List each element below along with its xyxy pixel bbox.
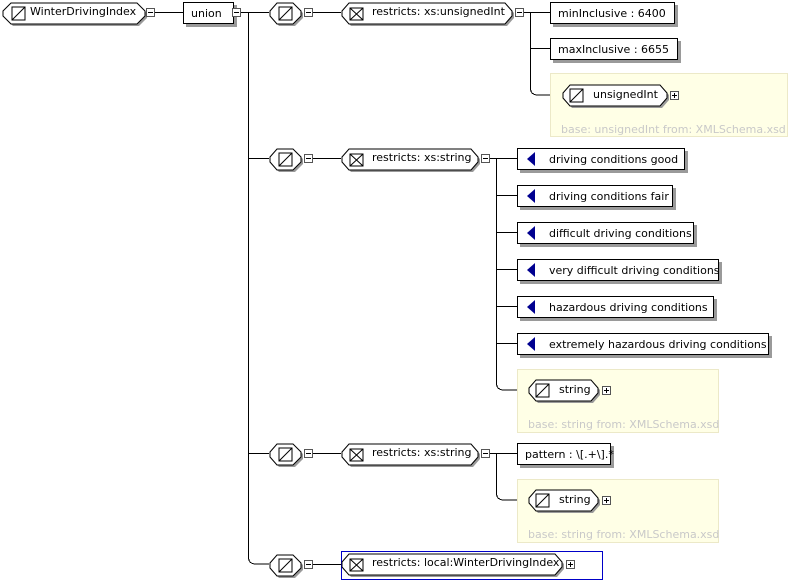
- branch-3-restriction[interactable]: [341, 443, 483, 467]
- simple-type-icon: [278, 558, 293, 573]
- branch-4-restriction-label: restricts: local:WinterDrivingIndex: [372, 556, 560, 569]
- branch-1-restriction[interactable]: [341, 2, 517, 26]
- branch-1-collapse-toggle[interactable]: [304, 8, 313, 17]
- restriction-icon: [349, 558, 364, 572]
- enumeration-icon: [527, 189, 535, 203]
- simple-type-icon: [535, 383, 550, 398]
- branch-4-restriction[interactable]: [341, 553, 567, 577]
- branch-4-expand-toggle[interactable]: [566, 560, 575, 569]
- branch-2-simple-type[interactable]: [269, 148, 305, 172]
- enumeration-label: driving conditions fair: [549, 190, 669, 203]
- branch-3-collapse-toggle[interactable]: [304, 449, 313, 458]
- base-type-string[interactable]: [528, 489, 603, 513]
- branch-1-restriction-label: restricts: xs:unsignedInt: [372, 5, 505, 18]
- enumeration-label: extremely hazardous driving conditions: [549, 338, 767, 351]
- enumeration-icon: [527, 337, 535, 351]
- enumeration-item[interactable]: driving conditions good: [517, 148, 685, 170]
- enumeration-icon: [527, 263, 535, 277]
- branch-2-restriction-collapse-toggle[interactable]: [481, 154, 490, 163]
- enumeration-icon: [527, 300, 535, 314]
- simple-type-icon: [278, 447, 293, 462]
- enumeration-label: difficult driving conditions: [549, 227, 692, 240]
- enumeration-item[interactable]: difficult driving conditions: [517, 222, 694, 244]
- base-type-note: base: unsignedInt from: XMLSchema.xsd: [561, 123, 786, 136]
- simple-type-icon: [11, 6, 26, 21]
- branch-3-restriction-label: restricts: xs:string: [372, 446, 472, 459]
- branch-4-collapse-toggle[interactable]: [304, 560, 313, 569]
- base-type-expand-toggle[interactable]: [602, 496, 611, 505]
- facet-min-inclusive[interactable]: minInclusive : 6400: [550, 2, 675, 24]
- enumeration-item[interactable]: extremely hazardous driving conditions: [517, 333, 769, 355]
- union-node[interactable]: union: [183, 2, 234, 24]
- root-simple-type[interactable]: [2, 2, 152, 26]
- simple-type-icon: [278, 6, 293, 21]
- restriction-icon: [349, 448, 364, 462]
- branch-1-restriction-collapse-toggle[interactable]: [515, 8, 524, 17]
- enumeration-item[interactable]: driving conditions fair: [517, 185, 673, 207]
- base-type-label: string: [559, 383, 591, 396]
- base-type-string[interactable]: [528, 379, 603, 403]
- facet-label: pattern : \[.+\].*: [525, 448, 614, 461]
- branch-2-restriction-label: restricts: xs:string: [372, 151, 472, 164]
- branch-3-simple-type[interactable]: [269, 443, 305, 467]
- branch-1-simple-type[interactable]: [269, 2, 305, 26]
- enumeration-label: very difficult driving conditions: [549, 264, 720, 277]
- simple-type-icon: [535, 493, 550, 508]
- enumeration-icon: [527, 152, 535, 166]
- facet-pattern[interactable]: pattern : \[.+\].*: [517, 443, 614, 465]
- base-type-note: base: string from: XMLSchema.xsd: [528, 418, 720, 431]
- enumeration-item[interactable]: hazardous driving conditions: [517, 296, 714, 318]
- root-type-name: WinterDrivingIndex: [30, 5, 137, 18]
- enumeration-label: hazardous driving conditions: [549, 301, 708, 314]
- enumeration-icon: [527, 226, 535, 240]
- union-collapse-toggle[interactable]: [232, 8, 241, 17]
- enumeration-label: driving conditions good: [549, 153, 679, 166]
- base-type-label: string: [559, 493, 591, 506]
- base-type-expand-toggle[interactable]: [602, 386, 611, 395]
- base-type-note: base: string from: XMLSchema.xsd: [528, 528, 720, 541]
- restriction-icon: [349, 153, 364, 167]
- restriction-icon: [349, 7, 364, 21]
- simple-type-icon: [278, 152, 293, 167]
- root-collapse-toggle[interactable]: [146, 8, 155, 17]
- simple-type-icon: [569, 88, 584, 103]
- enumeration-item[interactable]: very difficult driving conditions: [517, 259, 720, 281]
- base-type-expand-toggle[interactable]: [670, 91, 679, 100]
- facet-label: maxInclusive : 6655: [558, 43, 670, 56]
- facet-max-inclusive[interactable]: maxInclusive : 6655: [550, 38, 678, 60]
- branch-2-collapse-toggle[interactable]: [304, 154, 313, 163]
- base-type-label: unsignedInt: [593, 88, 658, 101]
- facet-label: minInclusive : 6400: [558, 7, 666, 20]
- branch-3-restriction-collapse-toggle[interactable]: [481, 449, 490, 458]
- branch-2-restriction[interactable]: [341, 148, 483, 172]
- branch-4-simple-type[interactable]: [269, 554, 305, 578]
- base-type-unsignedint[interactable]: [562, 84, 672, 108]
- union-label: union: [191, 7, 222, 20]
